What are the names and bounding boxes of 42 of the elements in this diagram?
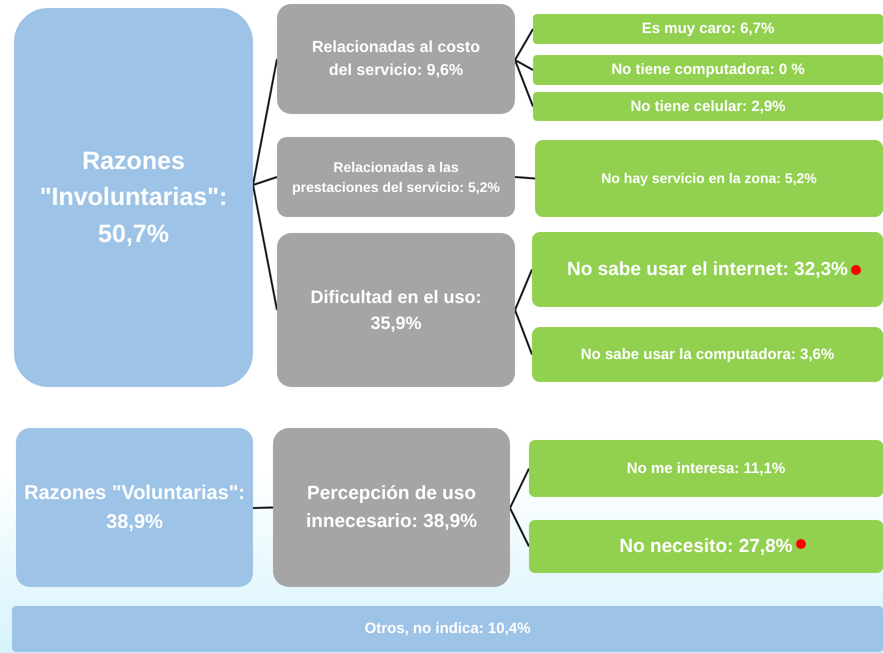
reason-box: [532, 232, 883, 307]
connector-line: [252, 176, 278, 186]
node-label: Otros, no indica: 10,4%: [364, 619, 530, 640]
node-label: Relacionadas a las prestaciones del servicio: 5,2%: [291, 158, 501, 197]
node-label: Razones "Involuntarias": 50,7%: [38, 146, 228, 250]
connector-line: [509, 468, 530, 508]
node-label: Relacionadas al costo del servicio: 9,6%: [310, 38, 482, 81]
category-box: [277, 233, 515, 387]
node-label: Razones "Voluntarias": 38,9%: [24, 480, 245, 534]
category-box: [273, 428, 510, 587]
connector-line: [252, 58, 278, 186]
category-box: [277, 4, 515, 114]
node-label: No sabe usar la computadora: 3,6%: [580, 344, 834, 365]
group-box: [16, 428, 253, 587]
connector-line: [252, 506, 274, 509]
connector-line: [514, 59, 534, 71]
connector-line: [514, 269, 533, 310]
reason-box: [529, 440, 883, 497]
reason-box: [533, 92, 883, 121]
connector-line: [514, 310, 533, 355]
connector-line: [514, 28, 534, 60]
connector-line: [514, 176, 536, 180]
node-label: No tiene celular: 2,9%: [630, 96, 786, 117]
reason-box: [529, 520, 883, 573]
node-label: Es muy caro: 6,7%: [642, 19, 774, 40]
node-label: No me interesa: 11,1%: [626, 458, 786, 479]
category-box: [277, 137, 515, 217]
node-label: No hay servicio en la zona: 5,2%: [601, 169, 817, 188]
connector-line: [514, 60, 534, 107]
node-label: Percepción de uso innecesario: 38,9%: [304, 482, 478, 534]
reason-box: [533, 55, 883, 85]
node-label: Dificultad en el uso: 35,9%: [309, 286, 483, 335]
connector-line: [509, 508, 530, 547]
connector-line: [252, 184, 278, 310]
node-label: No necesito: 27,8%: [619, 534, 793, 559]
reason-box: [533, 14, 883, 44]
group-box: [12, 606, 883, 652]
node-label: No tiene computadora: 0 %: [611, 60, 805, 80]
group-box: [14, 8, 253, 387]
reason-box: [532, 327, 883, 382]
node-label: No sabe usar el internet: 32,3%: [567, 258, 848, 282]
reason-box: [535, 140, 883, 217]
